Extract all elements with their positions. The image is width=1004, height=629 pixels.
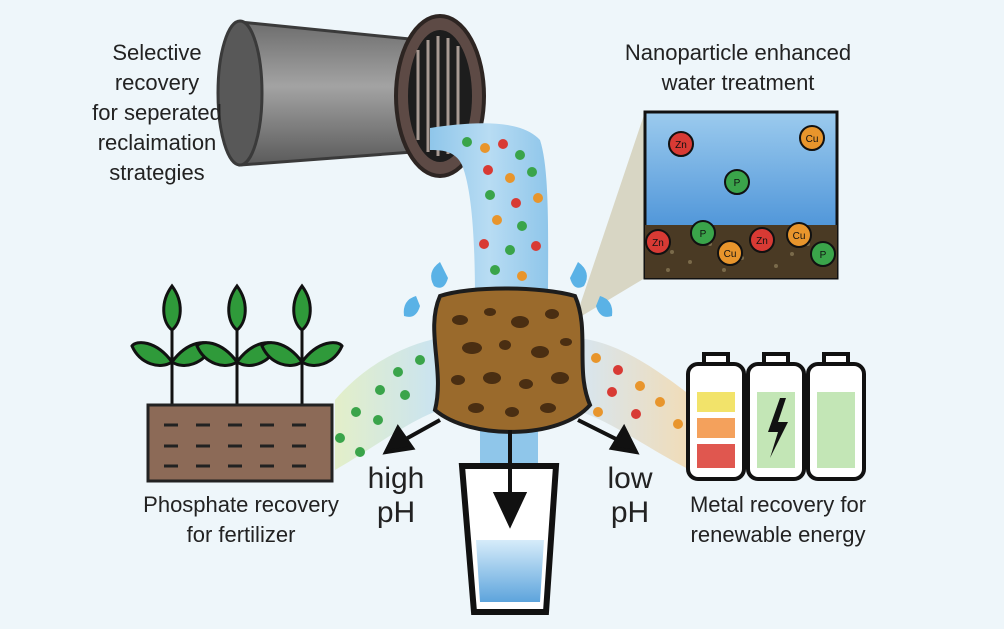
copper-particle: Cu bbox=[786, 222, 812, 248]
svg-text:Zn: Zn bbox=[756, 236, 768, 247]
copper-particle: Cu bbox=[717, 240, 743, 266]
left-stream bbox=[335, 338, 440, 470]
water-stream bbox=[430, 123, 549, 300]
phosphorus-particle: P bbox=[810, 241, 836, 267]
pipe-icon bbox=[216, 14, 486, 178]
phosphorus-particle: P bbox=[690, 220, 716, 246]
soil-bed-icon bbox=[146, 403, 334, 483]
battery-icon bbox=[686, 352, 746, 481]
svg-text:P: P bbox=[700, 229, 707, 240]
sponge-icon bbox=[432, 286, 593, 434]
selective-recovery-label: Selective recovery for seperated reclaim… bbox=[92, 40, 222, 185]
phosphate-recovery-label: Phosphate recovery for fertilizer bbox=[143, 492, 339, 547]
phosphorus-particle: P bbox=[724, 169, 750, 195]
svg-text:P: P bbox=[734, 178, 741, 189]
copper-particle: Cu bbox=[799, 125, 825, 151]
metal-recovery-label: Metal recovery for renewable energy bbox=[689, 492, 867, 547]
battery-icon bbox=[806, 352, 866, 481]
svg-text:Zn: Zn bbox=[675, 140, 687, 151]
glass-icon bbox=[458, 420, 560, 615]
high-ph-label: high pH bbox=[367, 462, 425, 529]
svg-text:Cu: Cu bbox=[724, 249, 737, 260]
svg-text:Cu: Cu bbox=[793, 231, 806, 242]
stream-particles bbox=[462, 137, 543, 281]
zinc-particle: Zn bbox=[749, 227, 775, 253]
right-stream-particles bbox=[591, 353, 683, 429]
arrow-icon bbox=[382, 418, 640, 529]
zinc-particle: Zn bbox=[668, 131, 694, 157]
callout-wedge bbox=[575, 112, 645, 320]
svg-text:P: P bbox=[820, 250, 827, 261]
left-stream-particles bbox=[335, 355, 425, 457]
zinc-particle: Zn bbox=[645, 229, 671, 255]
svg-text:Cu: Cu bbox=[806, 134, 819, 145]
nanoparticle-label: Nanoparticle enhanced water treatment bbox=[624, 40, 852, 95]
low-ph-label: low pH bbox=[607, 462, 653, 529]
right-stream bbox=[575, 338, 690, 470]
splash-drops bbox=[403, 262, 613, 317]
svg-text:Zn: Zn bbox=[652, 238, 664, 249]
plant-icon bbox=[130, 283, 344, 406]
lightning-icon bbox=[768, 398, 788, 458]
